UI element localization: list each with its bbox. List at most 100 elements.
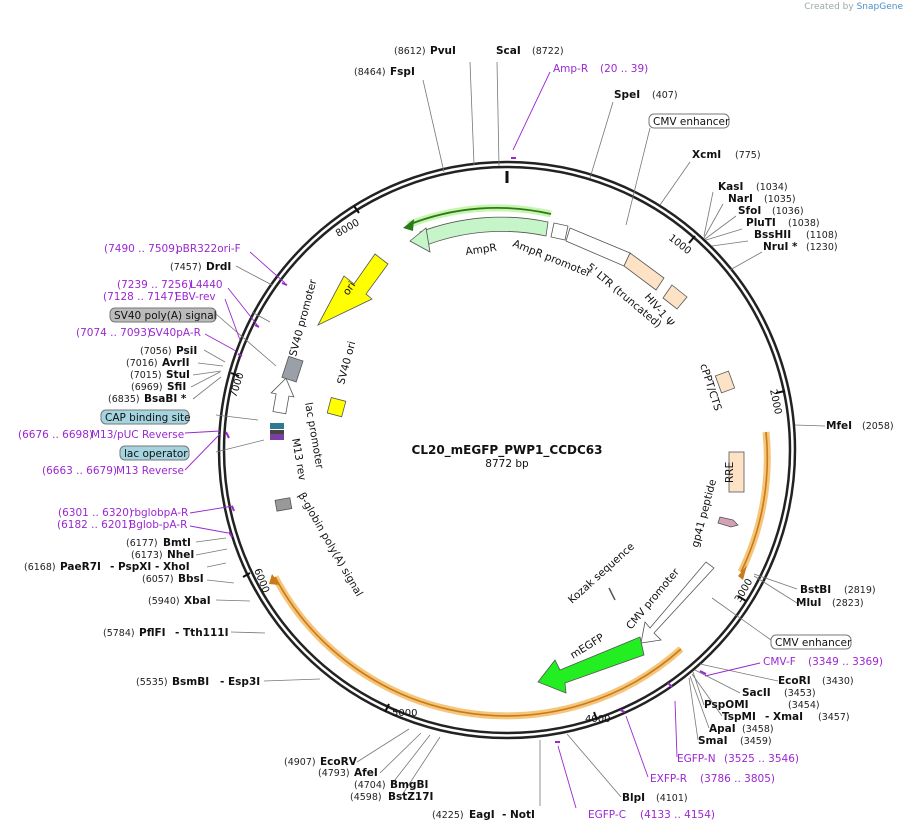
site-eagi[interactable]: EagI (469, 809, 495, 821)
feature-ltr-fill (623, 252, 665, 291)
feature-cppt[interactable] (714, 370, 736, 394)
feature-hiv[interactable] (662, 284, 688, 310)
feature-sv40-ori[interactable] (326, 396, 347, 418)
site-mfei[interactable]: MfeI (826, 420, 852, 432)
site-scai[interactable]: ScaI (496, 45, 521, 57)
leader-cmv-enh-bottom (711, 597, 772, 641)
site-xmai[interactable]: - XmaI (765, 711, 803, 723)
pos-ecori-r: (3430) (822, 676, 854, 687)
primer-exfpr-range: (3786 .. 3805) (700, 773, 775, 785)
site-noti[interactable]: - NotI (502, 809, 535, 821)
site-sfoi[interactable]: SfoI (738, 205, 761, 217)
primer-bglob[interactable]: Bglob-pA-R (129, 519, 187, 531)
site-avrii[interactable]: AvrII (162, 357, 190, 369)
site-nhei[interactable]: NheI (167, 549, 194, 561)
primer-pbr-range: (7490 .. 7509) (104, 243, 179, 255)
site-afei[interactable]: AfeI (354, 767, 378, 779)
site-paer7i[interactable]: PaeR7I (60, 561, 101, 573)
site-xbai[interactable]: XbaI (184, 595, 211, 607)
feature-lacop[interactable] (270, 434, 284, 440)
primer-exfpr[interactable]: EXFP-R (650, 773, 687, 785)
site-psii[interactable]: PsiI (176, 345, 197, 357)
site-bsabi[interactable]: BsaBI * (144, 393, 187, 405)
pos-xcmi: (775) (735, 150, 761, 161)
site-pspomi[interactable]: PspOMI (704, 699, 749, 711)
feature-rre[interactable] (728, 451, 745, 493)
site-fspi[interactable]: FspI (390, 66, 415, 78)
site-blpi[interactable]: BlpI (622, 792, 645, 804)
primer-pbr[interactable]: pBR322ori-F (176, 243, 241, 255)
site-tth111i[interactable]: - Tth111I (175, 627, 229, 639)
site-bmgbi[interactable]: BmgBI (390, 779, 428, 791)
feature-kozak[interactable] (608, 587, 616, 601)
site-bstbi[interactable]: BstBI (800, 584, 831, 596)
feature-cap[interactable] (270, 423, 284, 429)
feature-ltr[interactable] (565, 227, 631, 267)
label-rre: RRE (724, 462, 736, 483)
site-apai[interactable]: ApaI (709, 723, 736, 735)
site-smai[interactable]: SmaI (698, 735, 728, 747)
primer-ampr[interactable]: Amp-R (553, 63, 588, 75)
tick-7000: 7000 (228, 371, 246, 399)
tick-6000: 6000 (251, 567, 271, 595)
feature-globin[interactable] (274, 497, 293, 512)
feature-cmv-promoter[interactable] (640, 561, 715, 644)
site-esp3i[interactable]: - Esp3I (220, 676, 260, 688)
primer-ebv[interactable]: EBV-rev (175, 291, 216, 303)
feature-ori[interactable] (317, 253, 389, 326)
primer-cmvf-range: (3349 .. 3369) (808, 656, 883, 668)
pos-smai: (3459) (740, 736, 772, 747)
pos-fspi: (8464) (354, 67, 386, 78)
site-bsshii[interactable]: BssHII (754, 229, 791, 241)
primer-egfpc[interactable]: EGFP-C (588, 809, 626, 821)
site-pflfi[interactable]: PflFI (139, 627, 166, 639)
label-m13rev: M13 rev (289, 437, 308, 481)
site-pvui[interactable]: PvuI (430, 45, 456, 57)
site-bmti[interactable]: BmtI (163, 537, 191, 549)
site-nari[interactable]: NarI (728, 193, 753, 205)
primer-m13puc-range: (6676 .. 6698) (18, 429, 93, 441)
pos-nari: (1035) (764, 194, 796, 205)
site-ecorv[interactable]: EcoRV (320, 756, 358, 768)
pos-pflfi: (5784) (103, 628, 135, 639)
site-drdi[interactable]: DrdI (206, 261, 231, 273)
pos-mlui: (2823) (832, 598, 864, 609)
primer-l4440[interactable]: L4440 (190, 279, 223, 291)
site-kasi[interactable]: KasI (718, 181, 743, 193)
site-pspxi-xhoi[interactable]: - PspXI - XhoI (110, 561, 190, 573)
label-cmv-promoter: CMV promoter (624, 566, 682, 632)
tick-2000: 2000 (767, 388, 783, 415)
feature-ampr-promoter-box[interactable] (550, 222, 569, 241)
site-xcmi[interactable]: XcmI (692, 149, 721, 161)
site-bsmbi[interactable]: BsmBI (172, 676, 209, 688)
primer-ebv-range: (7128 .. 7147) (103, 291, 178, 303)
site-bbsi[interactable]: BbsI (178, 573, 204, 585)
site-stui[interactable]: StuI (166, 369, 190, 381)
pos-stui: (7015) (130, 370, 162, 381)
primer-sv40pa[interactable]: SV40pA-R (149, 327, 201, 339)
feature-megfp[interactable] (537, 636, 645, 694)
pos-bsshii: (1108) (806, 230, 838, 241)
site-bstz17i[interactable]: BstZ17I (388, 791, 433, 803)
feature-ampr[interactable] (419, 216, 549, 247)
site-ecori-r[interactable]: EcoRI (778, 675, 811, 687)
site-sfii[interactable]: SfiI (167, 381, 186, 393)
primer-cmvf[interactable]: CMV-F (763, 656, 796, 668)
primer-egfpn[interactable]: EGFP-N (677, 753, 716, 765)
site-spei[interactable]: SpeI (614, 89, 640, 101)
site-mlui[interactable]: MluI (796, 597, 821, 609)
pos-kasi: (1034) (756, 182, 788, 193)
pos-ecorv: (4907) (284, 757, 316, 768)
feature-gp41[interactable] (717, 516, 739, 528)
feature-sv40-promoter[interactable] (268, 376, 297, 415)
primer-m13puc[interactable]: M13/pUC Reverse (91, 429, 184, 441)
credit-prefix: Created by (804, 2, 854, 12)
site-nrui[interactable]: NruI * (763, 241, 798, 253)
site-tspmi[interactable]: TspMI (722, 711, 756, 723)
site-pluti[interactable]: PluTI (746, 217, 776, 229)
primer-rbglob[interactable]: rbglobpA-R (130, 507, 188, 519)
site-sacii[interactable]: SacII (742, 687, 771, 699)
feature-sv40-polya[interactable] (281, 355, 304, 383)
primer-m13rev[interactable]: M13 Reverse (116, 465, 184, 477)
